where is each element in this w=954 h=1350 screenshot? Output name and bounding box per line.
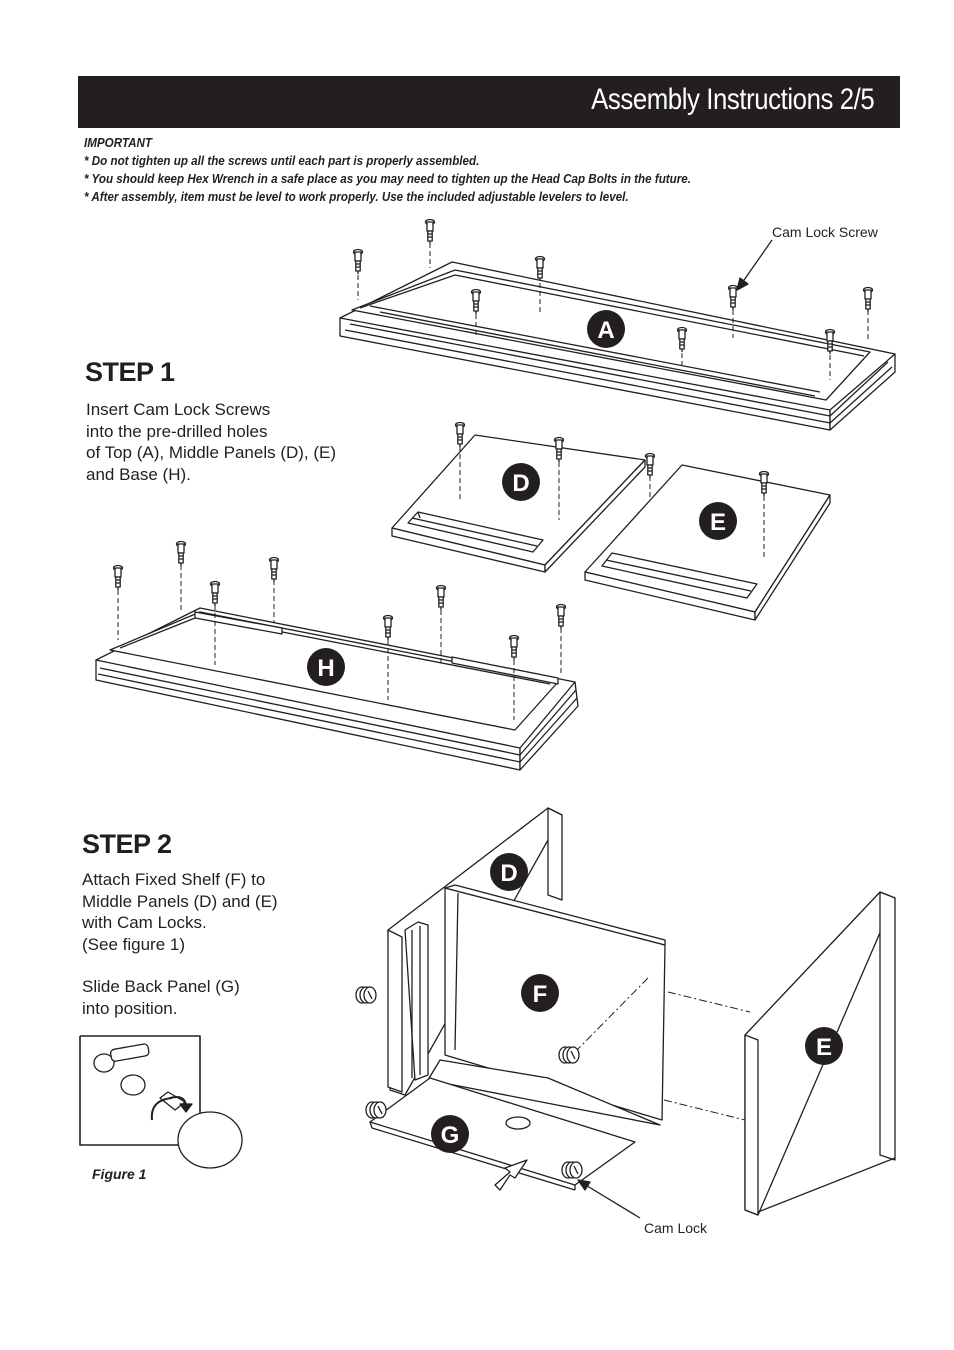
part-badge-d: D <box>502 463 540 501</box>
important-line: * Do not tighten up all the screws until… <box>84 154 480 168</box>
step-2-line: Middle Panels (D) and (E) <box>82 891 278 911</box>
svg-text:H: H <box>317 655 334 682</box>
step-2-line: (See figure 1) <box>82 934 185 954</box>
step-1-line: Insert Cam Lock Screws <box>86 400 271 419</box>
step-2-line: Attach Fixed Shelf (F) to <box>82 870 266 889</box>
page-title: Assembly Instructions 2/5 <box>590 83 875 116</box>
step-1-line: into the pre-drilled holes <box>86 421 268 441</box>
step-1-line: and Base (H). <box>86 464 191 484</box>
step-2-text: Attach Fixed Shelf (F) to Middle Panels … <box>82 869 278 955</box>
important-heading: IMPORTANT <box>84 136 153 150</box>
svg-text:E: E <box>710 509 726 536</box>
svg-text:G: G <box>441 1122 460 1149</box>
figure-1-caption: Figure 1 <box>92 1166 147 1182</box>
svg-text:E: E <box>816 1034 832 1061</box>
part-badge-e-step2: E <box>805 1027 843 1065</box>
part-badge-a: A <box>587 310 625 348</box>
back-panel-g <box>369 1059 661 1191</box>
step-2-heading: STEP 2 <box>82 829 172 859</box>
svg-text:F: F <box>533 981 548 1008</box>
step-1-heading: STEP 1 <box>85 357 175 387</box>
step-1-line: of Top (A), Middle Panels (D), (E) <box>86 443 337 462</box>
part-badge-e: E <box>699 502 737 540</box>
part-badge-f: F <box>521 974 559 1012</box>
figure-1-box <box>79 1035 243 1169</box>
cam-lock-screw-callout: Cam Lock Screw <box>772 224 878 240</box>
step-1-text: Insert Cam Lock Screws into the pre-dril… <box>86 399 336 485</box>
middle-panel-e <box>584 464 831 621</box>
part-badge-h: H <box>307 648 345 686</box>
part-badge-d-step2: D <box>490 853 528 891</box>
svg-text:D: D <box>500 860 517 887</box>
important-line: * You should keep Hex Wrench in a safe p… <box>84 172 691 186</box>
important-line: * After assembly, item must be level to … <box>84 190 629 204</box>
top-panel-a <box>339 261 896 431</box>
step-2-line: Slide Back Panel (G) <box>82 977 240 996</box>
base-panel-h <box>95 607 579 771</box>
step-2-text-2: Slide Back Panel (G) into position. <box>82 976 240 1019</box>
header-bar: Assembly Instructions 2/5 <box>78 76 900 128</box>
svg-text:A: A <box>597 317 614 344</box>
step-2-line: with Cam Locks. <box>82 913 207 932</box>
step-2-line: into position. <box>82 998 178 1018</box>
cam-lock-callout: Cam Lock <box>644 1220 708 1236</box>
svg-text:D: D <box>512 470 529 497</box>
part-badge-g: G <box>431 1115 469 1153</box>
important-notes: IMPORTANT * Do not tighten up all the sc… <box>84 134 737 206</box>
